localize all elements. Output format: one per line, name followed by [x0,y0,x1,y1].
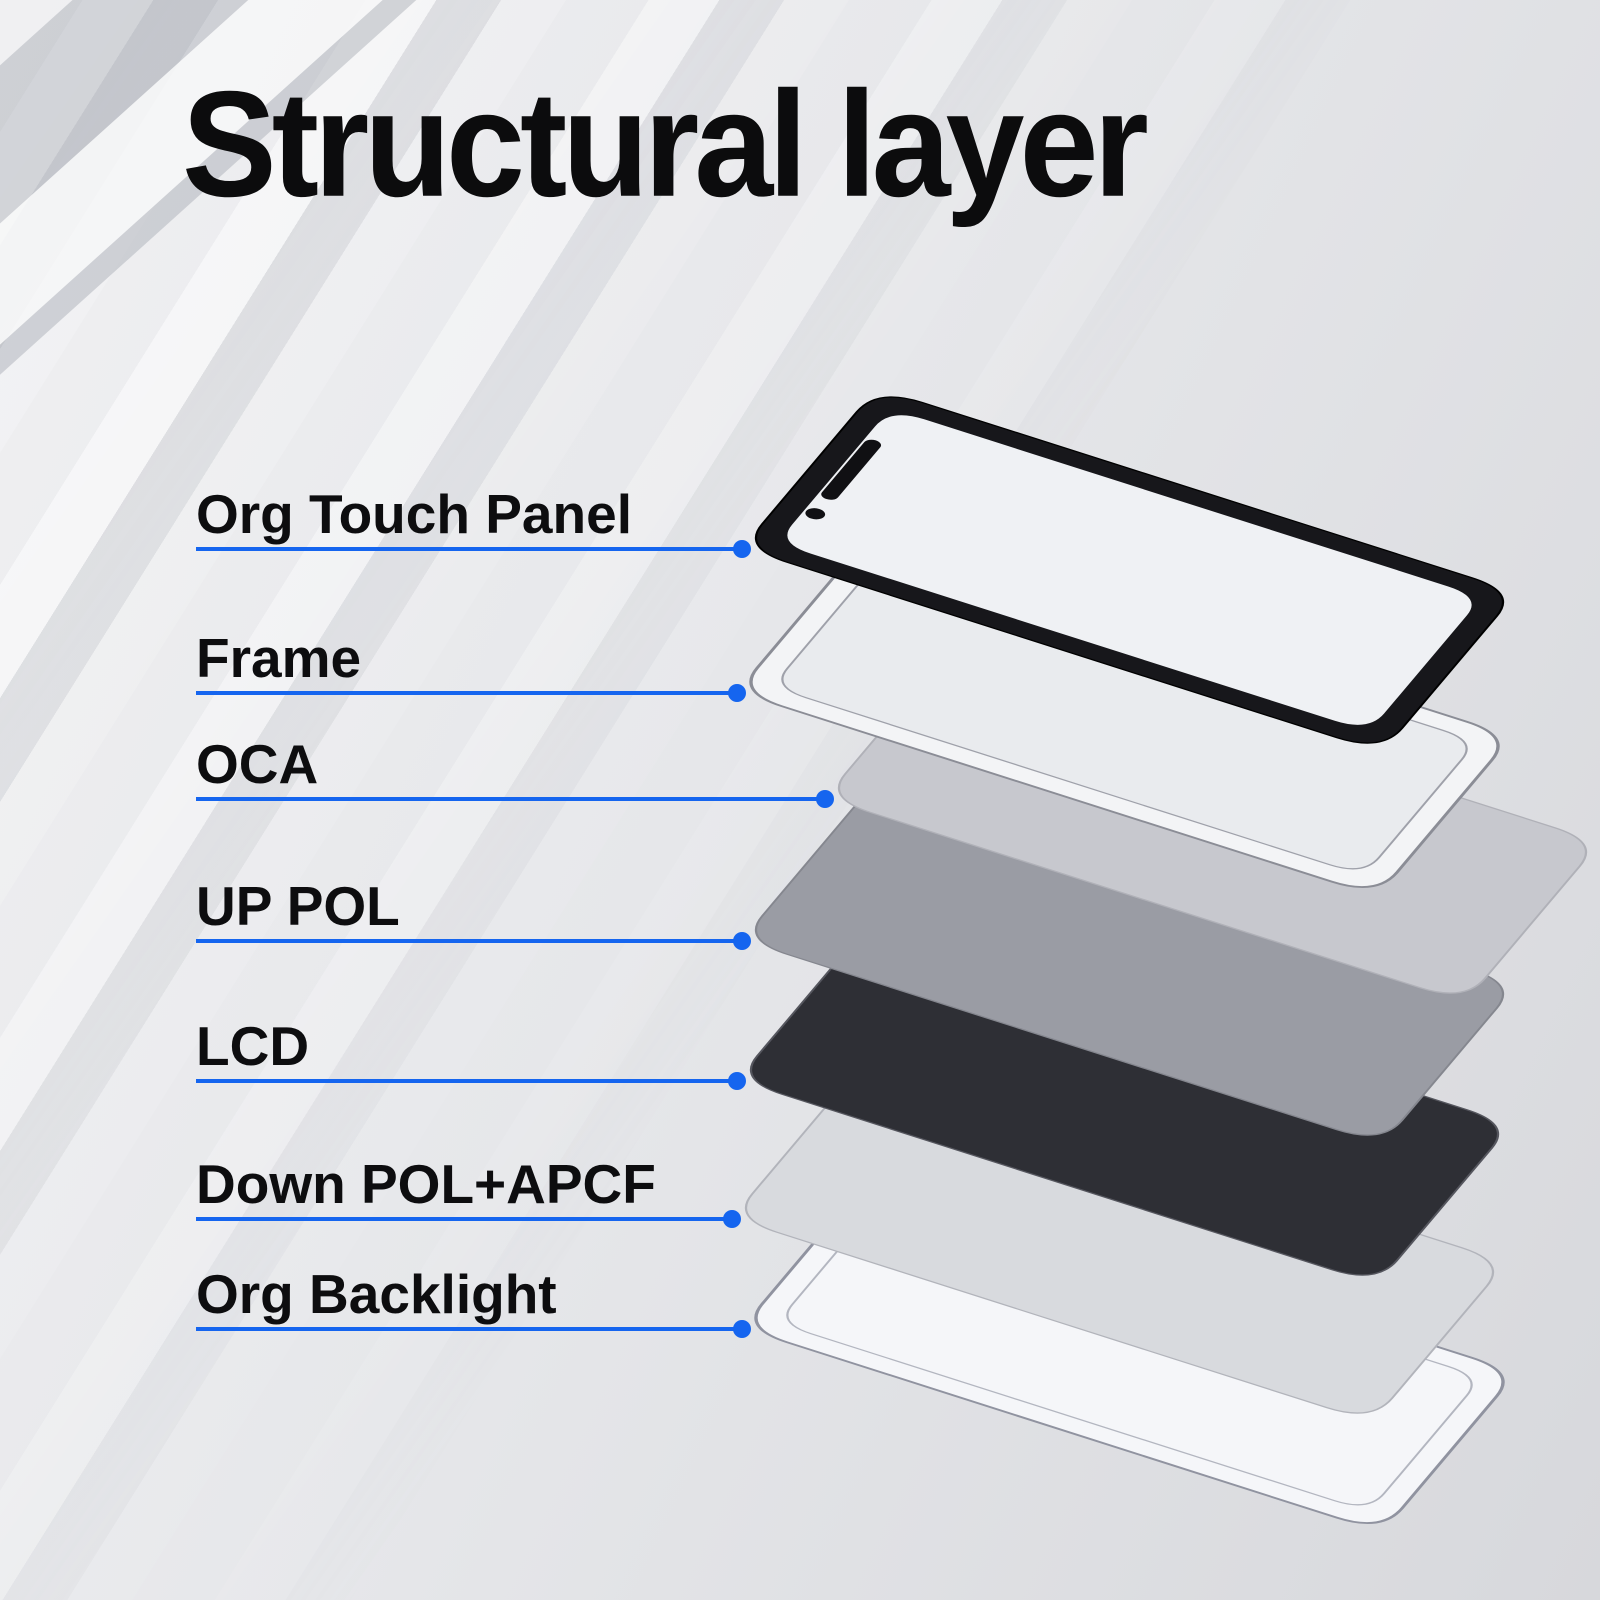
label-frame: Frame [196,627,362,689]
camera-dot [805,508,826,520]
label-down-pol-apcf: Down POL+APCF [196,1153,656,1215]
speaker-notch [821,439,882,500]
label-lcd: LCD [196,1015,310,1077]
label-oca: OCA [196,733,319,795]
pointer-line-frame [196,684,746,702]
label-up-pol: UP POL [196,875,400,937]
label-row-oca: OCA [196,733,834,808]
label-org-touch-panel: Org Touch Panel [196,483,632,545]
pointer-line-up-pol [196,932,751,950]
pointer-line-org-touch-panel [196,540,751,558]
pointer-line-lcd [196,1072,746,1090]
label-row-org-backlight: Org Backlight [196,1263,751,1338]
page-title: Structural layer [182,60,1149,229]
label-row-frame: Frame [196,627,746,702]
label-row-down-pol-apcf: Down POL+APCF [196,1153,741,1228]
label-row-up-pol: UP POL [196,875,751,950]
label-org-backlight: Org Backlight [196,1263,557,1325]
layer-org-touch-panel [740,386,1519,754]
pointer-line-down-pol-apcf [196,1210,741,1228]
label-row-org-touch-panel: Org Touch Panel [196,483,751,558]
label-row-lcd: LCD [196,1015,746,1090]
pointer-line-oca [196,790,834,808]
pointer-line-org-backlight [196,1320,751,1338]
